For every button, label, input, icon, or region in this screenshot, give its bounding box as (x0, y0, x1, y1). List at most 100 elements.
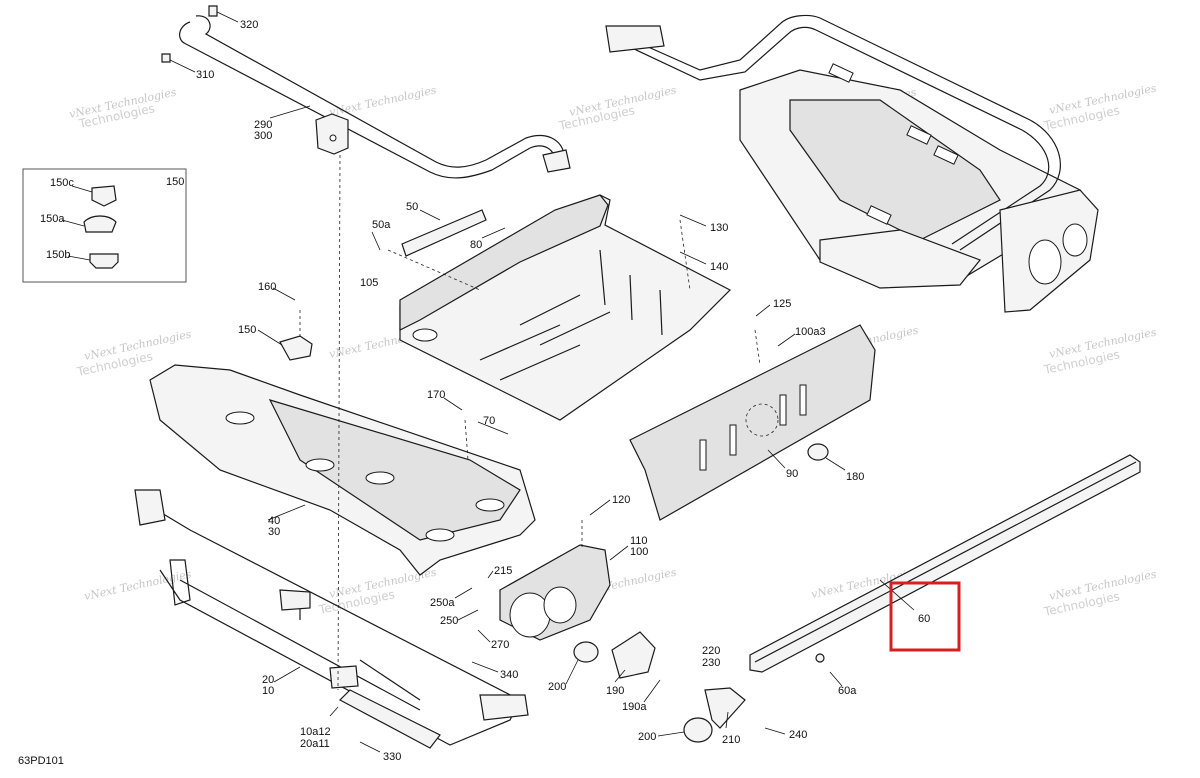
callout-40: 40 (268, 515, 280, 527)
leader-150b (67, 255, 91, 261)
plate-pattern-ring (745, 403, 779, 437)
rail-tube (179, 15, 565, 179)
bracket-150 (279, 335, 313, 361)
leader (725, 711, 729, 729)
clamp-150c (91, 185, 117, 207)
callout-110: 110 (630, 535, 648, 547)
callout-150c: 150c (50, 177, 74, 189)
frame-bracket-left (134, 489, 166, 526)
watermark: vNext Technologies (328, 83, 438, 119)
callout-105: 105 (360, 277, 378, 289)
callout-80: 80 (470, 239, 482, 251)
leader (657, 731, 685, 737)
leader (614, 669, 626, 683)
leader (272, 287, 296, 301)
leader (216, 11, 239, 23)
callout-290: 290 (254, 119, 272, 131)
callout-30: 30 (268, 526, 280, 538)
bracket-50 (401, 209, 487, 257)
leader (273, 666, 301, 683)
channel-60 (749, 454, 1141, 673)
skid-plate-top (268, 399, 521, 541)
pan-slot (539, 311, 611, 346)
rail-bolt-310 (161, 53, 171, 63)
callout-320: 320 (240, 19, 258, 31)
callout-100a3: 100a3 (795, 326, 826, 338)
leader (257, 329, 283, 346)
leader (777, 333, 796, 347)
callout-180: 180 (846, 471, 864, 483)
callout-190: 190 (606, 685, 624, 697)
frame-mount (329, 665, 359, 689)
callout-60a: 60a (838, 685, 857, 697)
alignment-line (387, 249, 481, 291)
leader (764, 727, 786, 735)
frame-tube (139, 499, 521, 746)
leader (269, 105, 311, 119)
rail-assembly-290 (161, 5, 571, 179)
bracket-220 (704, 687, 746, 729)
side-plate-slots (699, 384, 807, 471)
rail-mount-tab (315, 113, 349, 155)
leader (477, 421, 509, 435)
leader-150c (71, 185, 93, 193)
alignment-lines (299, 154, 761, 691)
leader (829, 671, 843, 687)
pan-slot (519, 294, 581, 326)
callout-310: 310 (196, 69, 214, 81)
clamp-150b (89, 253, 119, 269)
callout-230: 230 (702, 657, 720, 669)
leader (267, 504, 306, 521)
callout-10: 10 (262, 685, 274, 697)
leader (477, 629, 491, 643)
leader (457, 609, 479, 621)
watermark-text: vNext Technologies (328, 83, 438, 119)
diagram-code: 63PD101 (18, 755, 64, 767)
leader (443, 397, 463, 411)
muffler-port (543, 586, 577, 624)
pan-slot (479, 324, 561, 361)
skid-plate-40 (149, 335, 536, 576)
pan-slot (599, 249, 606, 306)
alignment-line (754, 329, 761, 366)
callout-20a11: 20a11 (300, 738, 330, 750)
callout-170: 170 (427, 389, 445, 401)
callout-125: 125 (773, 298, 791, 310)
highlight-box-60 (889, 581, 961, 652)
callout-150-main: 150 (238, 324, 256, 336)
leader-lines (169, 11, 915, 753)
callout-120: 120 (612, 494, 630, 506)
frame-crossbar (339, 689, 441, 749)
side-plate-90 (629, 324, 876, 521)
pan-slot (499, 344, 581, 381)
skid-slot (475, 498, 505, 512)
leader (679, 251, 707, 265)
pan-hole (412, 328, 438, 342)
leader (609, 545, 629, 561)
callout-240: 240 (789, 729, 807, 741)
leader (371, 231, 381, 251)
leader (767, 449, 786, 469)
callout-140: 140 (710, 261, 728, 273)
callout-50a: 50a (372, 219, 391, 231)
skid-slot (225, 411, 255, 425)
pan-slot (629, 274, 633, 321)
callout-50: 50 (406, 201, 418, 213)
callout-10a12: 10a12 (300, 726, 331, 738)
callout-130: 130 (710, 222, 728, 234)
rail-bolt-hole (329, 134, 337, 142)
callout-215: 215 (494, 565, 512, 577)
callout-190a: 190a (622, 701, 647, 713)
channel-body (749, 454, 1141, 673)
callout-60: 60 (918, 613, 930, 625)
cargo-floor-slots (828, 63, 959, 225)
floor-slot (866, 205, 892, 225)
callout-70: 70 (483, 415, 495, 427)
nut-60a (815, 653, 825, 663)
inset-clamp-kit (22, 168, 187, 283)
leader-150a (61, 219, 85, 227)
cargo-exhaust-port (1028, 239, 1062, 285)
channel-edge (754, 461, 1137, 663)
cap-200-lower (683, 717, 713, 743)
